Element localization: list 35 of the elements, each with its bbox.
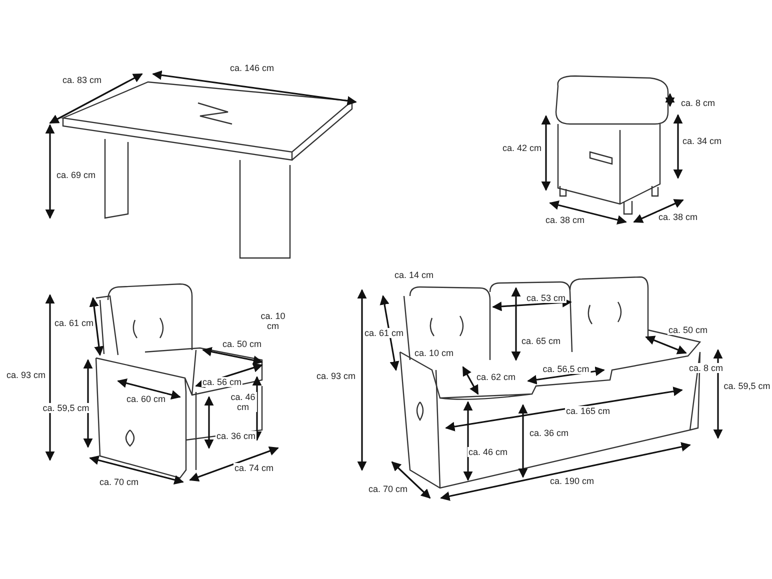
- dimension-label: ca. 93 cm: [316, 371, 356, 381]
- dimension-label: ca. 36 cm: [216, 431, 256, 441]
- dimension-label: ca. 59,5 cm: [42, 403, 90, 413]
- dimension-label: ca. 46 cm: [468, 447, 508, 457]
- dimension-label: ca. 61 cm: [364, 328, 404, 338]
- dimension-label: ca. 8 cm: [680, 98, 716, 108]
- dimension-label: ca. 46 cm: [229, 392, 257, 412]
- dimension-label: ca. 10 cm: [259, 311, 287, 331]
- dimension-label: ca. 56 cm: [202, 377, 242, 387]
- dimension-label: ca. 50 cm: [222, 339, 262, 349]
- dimension-label: ca. 83 cm: [62, 75, 102, 85]
- dimension-label: ca. 69 cm: [56, 170, 96, 180]
- dimension-label: ca. 93 cm: [6, 370, 46, 380]
- dimension-label: ca. 190 cm: [548, 476, 596, 486]
- dimension-label: ca. 60 cm: [126, 394, 166, 404]
- dimension-label: ca. 165 cm: [564, 406, 612, 416]
- dimension-label: ca. 10 cm: [414, 348, 454, 358]
- dimension-label: ca. 38 cm: [658, 212, 698, 222]
- dimension-label: ca. 146 cm: [228, 63, 276, 73]
- dimension-label: ca. 59,5 cm: [722, 381, 772, 391]
- dimension-label: ca. 42 cm: [502, 143, 542, 153]
- dimension-label: ca. 62 cm: [476, 372, 516, 382]
- dimension-label: ca. 65 cm: [520, 336, 562, 346]
- dimension-label: ca. 70 cm: [368, 484, 408, 494]
- dimension-label: ca. 36 cm: [528, 428, 570, 438]
- dimension-label: ca. 38 cm: [544, 215, 586, 225]
- dimension-label: ca. 53 cm: [526, 293, 566, 303]
- dimension-label: ca. 14 cm: [394, 270, 434, 280]
- dimension-label: ca. 74 cm: [234, 463, 274, 473]
- dimension-label: ca. 50 cm: [668, 325, 708, 335]
- dimension-label: ca. 70 cm: [98, 477, 140, 487]
- dimension-label: ca. 8 cm: [688, 363, 724, 373]
- dimension-label: ca. 34 cm: [682, 136, 722, 146]
- dimension-label: ca. 56,5 cm: [542, 364, 590, 374]
- dimension-label: ca. 61 cm: [54, 318, 94, 328]
